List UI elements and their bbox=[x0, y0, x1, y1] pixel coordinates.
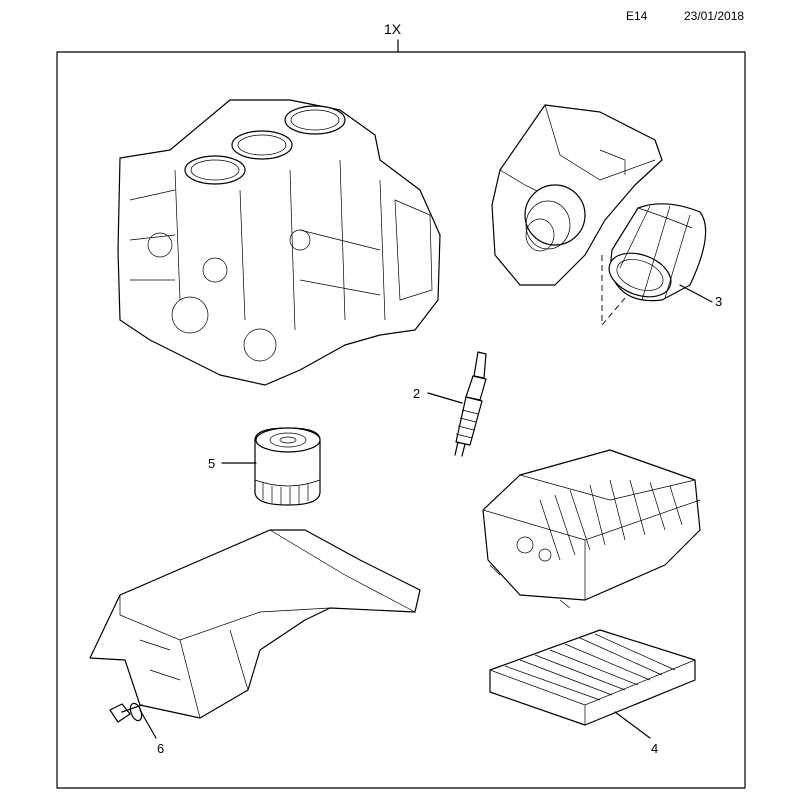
spark-plug-illustration bbox=[427, 351, 487, 457]
air-filter-illustration bbox=[601, 203, 713, 326]
callout-2-leader bbox=[427, 392, 463, 404]
diagram-code: E14 bbox=[626, 9, 648, 23]
callout-3-leader bbox=[679, 284, 713, 303]
callout-3: 3 bbox=[715, 294, 723, 309]
oil-filter-illustration bbox=[221, 427, 321, 506]
heater-unit-illustration bbox=[482, 449, 701, 609]
callout-2: 2 bbox=[413, 386, 421, 401]
drain-gasket-illustration bbox=[129, 702, 157, 739]
callout-5: 5 bbox=[208, 456, 216, 471]
engine-block-illustration bbox=[117, 99, 441, 386]
cabin-filter-illustration bbox=[489, 629, 696, 739]
callout-4: 4 bbox=[651, 741, 659, 756]
callout-6: 6 bbox=[157, 741, 165, 756]
callout-4-leader bbox=[614, 711, 651, 739]
kit-label: 1X bbox=[384, 21, 402, 37]
kit-frame bbox=[56, 51, 746, 789]
air-box-illustration bbox=[491, 104, 663, 286]
diagram-date: 23/01/2018 bbox=[684, 9, 745, 23]
callout-6-leader bbox=[139, 709, 157, 739]
oil-pan-illustration bbox=[89, 529, 421, 723]
